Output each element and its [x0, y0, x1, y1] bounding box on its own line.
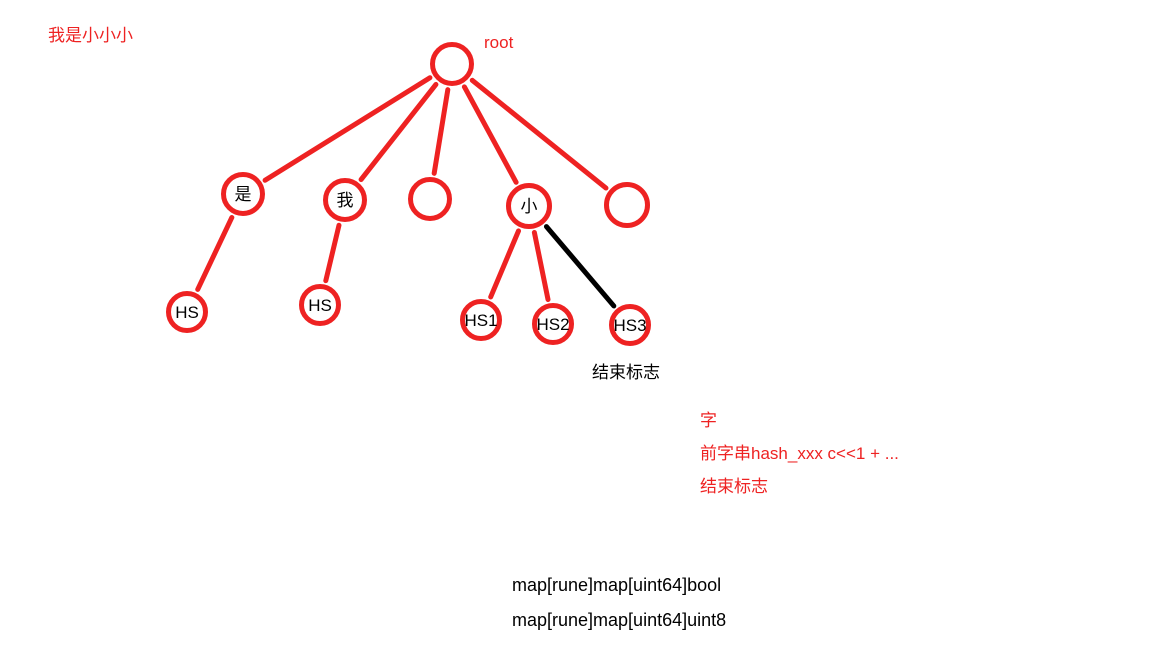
- code-line-2: map[rune]map[uint64]uint8: [512, 610, 727, 630]
- node-n-shi[interactable]: 是: [221, 172, 265, 216]
- corner-note: 我是小小小: [48, 26, 133, 45]
- node-n-e2[interactable]: [604, 182, 650, 228]
- edge-n-shi-to-hs-a: [195, 214, 235, 292]
- node-label-n-shi: 是: [234, 184, 252, 204]
- node-n-xiao[interactable]: 小: [506, 183, 552, 229]
- red-notes-block: 字 前字串hash_xxx c<<1 + ... 结束标志: [700, 412, 899, 495]
- edge-root-to-n-xiao: [461, 84, 519, 185]
- node-label-n-wo: 我: [336, 190, 354, 210]
- node-root[interactable]: [430, 42, 474, 86]
- red-note-line-2: 前字串hash_xxx c<<1 + ...: [700, 444, 899, 463]
- node-n-e1[interactable]: [408, 177, 452, 221]
- node-label-hs-b: HS: [308, 295, 332, 315]
- node-n-wo[interactable]: 我: [323, 178, 367, 222]
- edge-root-to-n-wo: [358, 81, 439, 183]
- red-note-line-1: 字: [700, 411, 717, 430]
- edge-n-xiao-to-hs3: [543, 224, 617, 309]
- node-label-hs1: HS1: [464, 310, 498, 330]
- red-note-line-3: 结束标志: [700, 477, 768, 496]
- edge-n-xiao-to-hs2: [531, 229, 551, 303]
- node-hs1[interactable]: HS1: [460, 299, 502, 341]
- edge-root-to-n-e1: [431, 87, 451, 176]
- node-label-hs2: HS2: [536, 314, 570, 334]
- edge-n-wo-to-hs-b: [323, 222, 342, 284]
- node-hs-b[interactable]: HS: [299, 284, 341, 326]
- code-line-1: map[rune]map[uint64]bool: [512, 575, 722, 595]
- edge-root-to-n-e2: [469, 77, 609, 191]
- end-marker-label: 结束标志: [592, 363, 660, 382]
- edge-root-to-n-shi: [262, 75, 433, 183]
- code-lines-block: map[rune]map[uint64]bool map[rune]map[ui…: [512, 576, 726, 629]
- node-hs3[interactable]: HS3: [609, 304, 651, 346]
- node-label-hs3: HS3: [613, 315, 647, 335]
- edge-n-xiao-to-hs1: [488, 228, 522, 300]
- root-caption: root: [484, 33, 514, 52]
- node-label-hs-a: HS: [175, 302, 199, 322]
- node-hs2[interactable]: HS2: [532, 303, 574, 345]
- node-hs-a[interactable]: HS: [166, 291, 208, 333]
- node-label-n-xiao: 小: [520, 196, 538, 216]
